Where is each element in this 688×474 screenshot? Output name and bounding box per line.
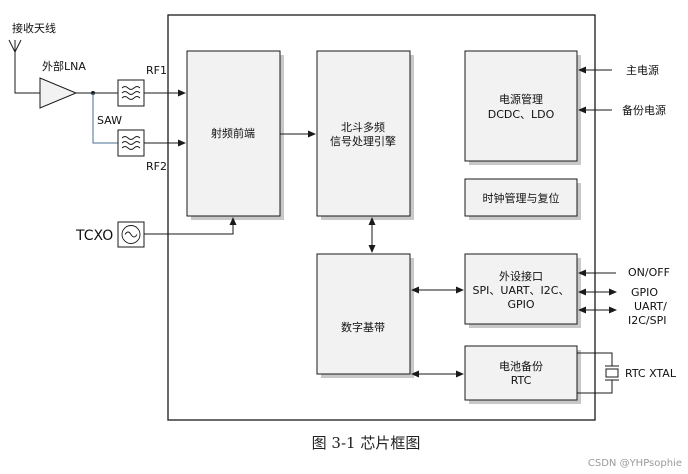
watermark: CSDN @YHPsophie (588, 458, 682, 469)
signal-engine-label-2: 信号处理引擎 (330, 134, 396, 148)
tcxo-oscillator-icon (117, 221, 145, 248)
battery-backup-block (464, 345, 578, 401)
saw-label: SAW (97, 114, 122, 127)
uart-label-1: UART/ (634, 300, 667, 313)
saw-filter-1-icon (117, 79, 145, 107)
antenna-icon (8, 39, 40, 94)
saw-filter-2-icon (117, 129, 145, 157)
antenna-label: 接收天线 (12, 21, 56, 35)
peripheral-label-3: GPIO (507, 298, 534, 311)
baseband-label: 数字基带 (341, 320, 385, 334)
on-off-label: ON/OFF (628, 266, 670, 279)
peripheral-interface-block (464, 253, 578, 325)
uart-label-2: I2C/SPI (628, 314, 667, 327)
battery-label-2: RTC (511, 374, 532, 387)
power-management-block (464, 50, 578, 162)
rtc-xtal-label: RTC XTAL (625, 367, 677, 380)
battery-label-1: 电池备份 (499, 359, 543, 373)
lna-icon (39, 77, 78, 109)
power-label-2: DCDC、LDO (488, 108, 555, 121)
rf-frontend-label: 射频前端 (211, 126, 255, 140)
rf2-label: RF2 (146, 160, 167, 173)
power-label-1: 电源管理 (499, 92, 543, 106)
clock-reset-block (464, 178, 578, 217)
gpio-label: GPIO (631, 286, 658, 299)
figure-caption: 图 3-1 芯片框图 (312, 434, 421, 452)
clock-label: 时钟管理与复位 (483, 191, 560, 205)
signal-engine-label-1: 北斗多频 (341, 120, 385, 134)
peripheral-label-1: 外设接口 (499, 270, 543, 283)
peripheral-label-2: SPI、UART、I2C、 (473, 284, 570, 297)
main-power-label: 主电源 (626, 63, 659, 77)
lna-label: 外部LNA (42, 59, 86, 73)
signal-engine-block (316, 50, 411, 217)
rtc-crystal-icon (605, 365, 619, 381)
digital-baseband-block (316, 253, 411, 375)
rf1-label: RF1 (146, 64, 167, 77)
backup-power-label: 备份电源 (622, 103, 666, 117)
tcxo-label: TCXO (75, 228, 113, 244)
